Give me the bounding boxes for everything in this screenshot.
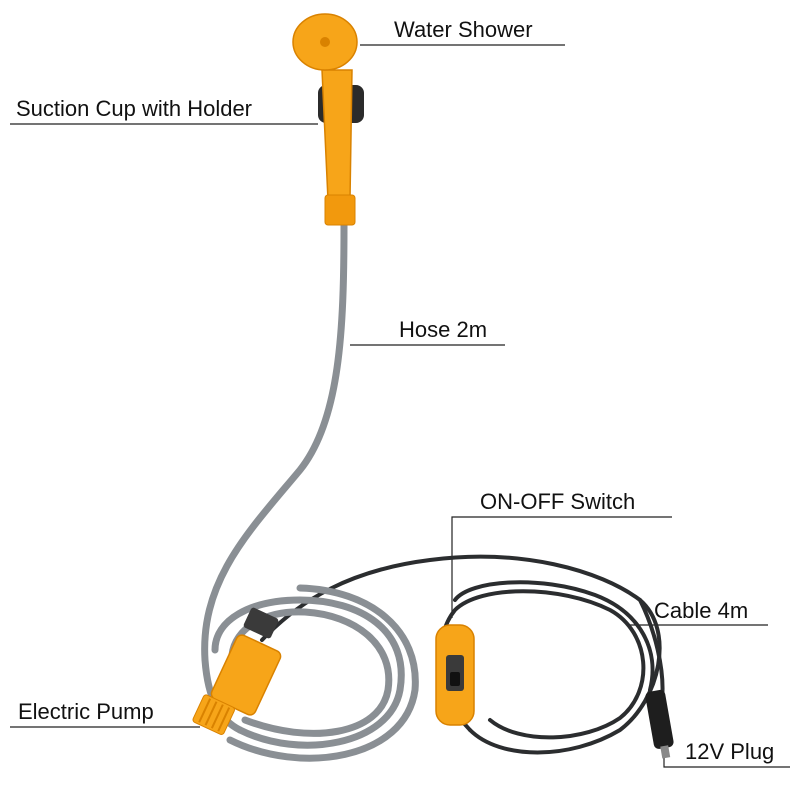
label-hose: Hose 2m (399, 317, 488, 342)
label-plug: 12V Plug (685, 739, 775, 764)
label-suction-cup: Suction Cup with Holder (16, 96, 253, 121)
label-pump: Electric Pump (18, 699, 154, 724)
power-cable (260, 554, 665, 755)
plug-icon (645, 689, 674, 749)
leader-plug (663, 755, 790, 768)
shower-handle (321, 69, 353, 201)
car-plug (645, 689, 674, 759)
leader-lines (10, 44, 790, 768)
shower-head (292, 13, 364, 226)
label-cable: Cable 4m (654, 598, 749, 623)
on-off-switch (435, 624, 475, 726)
electric-pump (192, 607, 282, 736)
label-water-shower: Water Shower (394, 17, 533, 42)
label-switch: ON-OFF Switch (480, 489, 636, 514)
leader-switch (451, 516, 672, 618)
pump-filter-icon (192, 694, 235, 736)
